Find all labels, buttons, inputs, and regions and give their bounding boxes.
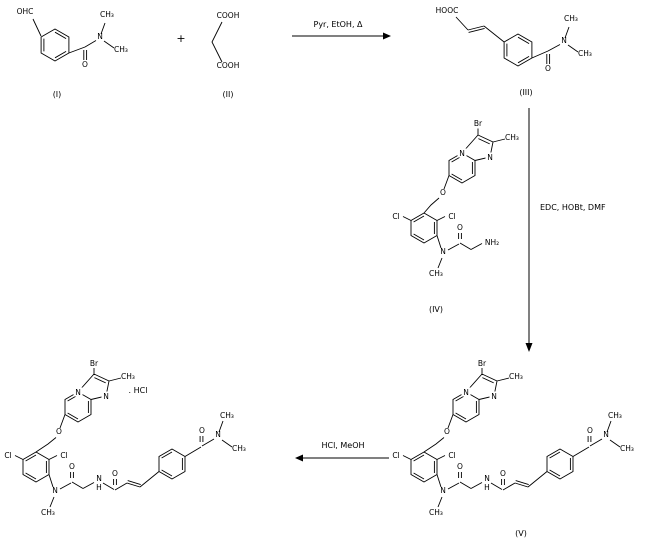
compound-label-ii: (II) [223,90,234,99]
atom-label-cl: Cl [448,451,455,460]
compound-v: N N Br CH₃ O Cl Cl N CH₃ O N H O O N CH₃… [392,359,634,517]
atom-label-n: N [561,36,567,45]
atom-label-cl: Cl [448,212,455,221]
atom-label-n: N [603,430,609,439]
atom-label-n: N [440,486,446,495]
n-label-mask [457,148,467,158]
atom-label-cooh: COOH [217,11,240,20]
atom-label-o: O [457,462,463,471]
reaction-arrow-3: HCl, MeOH [295,441,389,462]
arrow-head [295,454,303,462]
atom-label-n: N [440,247,446,256]
atom-label-n: N [97,32,103,41]
atom-label-ch3: CH₃ [509,372,523,381]
atom-label-ch3: CH₃ [429,508,443,517]
atom-label-n: N [484,474,490,483]
reagents-step1-label: Pyr, EtOH, Δ [314,20,364,29]
n-label-mask [489,391,499,401]
compound-iv-bonds [402,128,506,269]
compound-label-v: (V) [515,529,527,538]
atom-label-cl: Cl [392,212,399,221]
compound-ii-bonds [211,21,223,63]
atom-label-n: N [487,153,493,162]
atom-label-n: N [463,388,469,397]
atom-label-br: Br [474,119,483,128]
atom-label-ch3: CH₃ [578,49,592,58]
atom-label-o: O [440,188,446,197]
reagents-step3-label: HCl, MeOH [321,441,364,450]
atom-label-h: H [484,483,490,492]
arrow-head [525,343,533,352]
atom-label-hooc: HOOC [436,6,459,15]
atom-label-o: O [500,469,506,478]
atom-label-o: O [545,64,551,73]
atom-label-cooh: COOH [217,61,240,70]
compound-iii-bonds [455,16,579,67]
compound-iii: HOOC O N CH₃ CH₃ [436,6,592,73]
compound-ii: COOH COOH [211,11,240,70]
hcl-salt-label: . HCl [129,386,148,395]
final-product-structure [3,358,247,518]
reaction-arrow-1: Pyr, EtOH, Δ [292,20,391,40]
compound-label-i: (I) [53,90,62,99]
compound-i-bonds [32,18,115,62]
compound-label-iv: (IV) [429,305,443,314]
arrow-head [383,32,391,40]
atom-label-ch3: CH₃ [100,10,114,19]
atom-label-nh2: NH₂ [485,238,499,247]
atom-label-o: O [457,223,463,232]
atom-label-ch3: CH₃ [505,133,519,142]
atom-label-ch3: CH₃ [620,444,634,453]
atom-label-ch3: CH₃ [114,45,128,54]
atom-label-ch3: CH₃ [429,269,443,278]
compound-label-iii: (III) [519,88,532,97]
atom-label-ch3: CH₃ [608,411,622,420]
atom-label-ohc: OHC [17,7,34,16]
atom-label-n: N [459,149,465,158]
atom-label-cl: Cl [392,451,399,460]
atom-label-br: Br [478,359,487,368]
reagents-step2-label: EDC, HOBt, DMF [540,203,606,212]
atom-label-o: O [587,426,593,435]
reaction-arrow-2: EDC, HOBt, DMF [525,108,606,352]
n-label-mask [485,152,495,162]
atom-label-o: O [82,60,88,69]
atom-label-o: O [444,427,450,436]
plus-sign: + [176,32,185,45]
compound-iv: N N Br CH₃ O Cl Cl N CH₃ O NH₂ [392,119,519,278]
compound-v-bonds [402,368,621,508]
compound-i: OHC O N CH₃ CH₃ [17,7,128,69]
atom-label-ch3: CH₃ [564,14,578,23]
compound-final: . HCl [3,358,247,518]
n-label-mask [461,387,471,397]
atom-label-n: N [491,392,497,401]
